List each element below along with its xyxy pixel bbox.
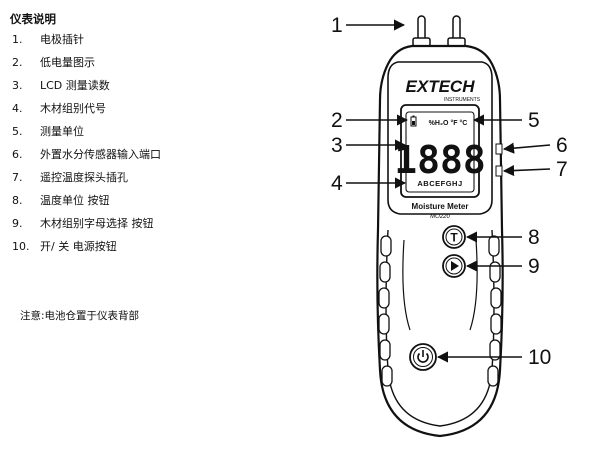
lcd-display: %H₂O °F °C 1888 ABCEFGHJ	[394, 104, 486, 198]
callout-2: 2	[331, 109, 409, 132]
legend-number: 5.	[12, 125, 23, 138]
legend-item-7: 7. 遥控温度探头插孔	[12, 170, 272, 186]
legend-number: 10.	[12, 240, 30, 253]
low-battery-icon	[410, 115, 417, 127]
callout-6: 6	[502, 134, 568, 157]
legend-label: 木材组别字母选择 按钮	[40, 217, 154, 230]
model-number: MO220	[430, 214, 450, 220]
brand-subtitle: INSTRUMENTS	[444, 97, 481, 103]
lcd-reading: 1888	[394, 138, 486, 182]
legend-number: 8.	[12, 194, 23, 207]
callout-7: 7	[502, 158, 568, 181]
lcd-species-codes: ABCEFGHJ	[417, 179, 462, 188]
callout-10: 10	[436, 346, 551, 369]
svg-text:3: 3	[331, 134, 343, 157]
legend-label: 木材组别代号	[40, 102, 106, 115]
left-grip-ridges	[378, 235, 393, 387]
legend-label: 温度单位 按钮	[40, 194, 110, 207]
temperature-probe-jack[interactable]	[495, 165, 503, 177]
battery-note: 注意:电池仓置于仪表背部	[20, 310, 140, 322]
callout-1: 1	[331, 14, 406, 37]
svg-text:2: 2	[331, 109, 343, 132]
callout-4: 4	[331, 172, 407, 195]
legend-number: 6.	[12, 148, 23, 161]
brand-logo: EXTECH	[406, 77, 476, 96]
svg-text:6: 6	[556, 134, 568, 157]
legend-label: 外置水分传感器输入端口	[40, 148, 161, 161]
legend-item-10: 10. 开/ 关 电源按钮	[12, 239, 272, 255]
legend-item-5: 5. 测量单位	[12, 124, 272, 140]
svg-text:4: 4	[331, 172, 343, 195]
legend-label: 开/ 关 电源按钮	[40, 240, 117, 253]
callout-5: 5	[472, 109, 540, 132]
temp-unit-button-label: T	[450, 231, 458, 245]
legend-item-4: 4. 木材组别代号	[12, 101, 272, 117]
svg-text:7: 7	[556, 158, 568, 181]
legend-title: 仪表说明	[10, 12, 56, 26]
legend-number: 3.	[12, 79, 23, 92]
legend-number: 4.	[12, 102, 23, 115]
legend-label: 遥控温度探头插孔	[40, 171, 128, 184]
legend-label: 测量单位	[40, 125, 84, 138]
legend-item-2: 2. 低电量图示	[12, 55, 272, 71]
legend-number: 9.	[12, 217, 23, 230]
legend-item-8: 8. 温度单位 按钮	[12, 193, 272, 209]
electrode-collar-right	[447, 37, 466, 47]
legend-item-3: 3. LCD 测量读数	[12, 78, 272, 94]
model-name: Moisture Meter	[412, 202, 469, 211]
lcd-units: %H₂O °F °C	[429, 119, 468, 127]
electrode-collar-left	[412, 37, 431, 47]
external-sensor-port[interactable]	[495, 143, 503, 155]
svg-text:8: 8	[528, 226, 540, 249]
callout-9: 9	[465, 255, 540, 278]
svg-text:5: 5	[528, 109, 540, 132]
legend-item-1: 1. 电极插针	[12, 32, 272, 48]
callout-3: 3	[331, 134, 407, 157]
legend-label: 低电量图示	[40, 56, 95, 69]
svg-text:9: 9	[528, 255, 540, 278]
legend-number: 2.	[12, 56, 23, 69]
play-icon	[451, 261, 459, 271]
svg-text:10: 10	[528, 346, 551, 369]
power-icon	[417, 352, 429, 363]
legend-item-6: 6. 外置水分传感器输入端口	[12, 147, 272, 163]
right-grip-ridges	[487, 235, 502, 387]
legend-number: 7.	[12, 171, 23, 184]
legend-item-9: 9. 木材组别字母选择 按钮	[12, 216, 272, 232]
power-button[interactable]	[409, 343, 437, 371]
svg-text:1: 1	[331, 14, 343, 37]
legend-number: 1.	[12, 33, 23, 46]
species-select-button[interactable]	[442, 254, 466, 278]
temp-unit-button[interactable]: T	[442, 225, 466, 249]
callout-8: 8	[465, 226, 540, 249]
electrode-pins	[412, 15, 466, 47]
legend-label: LCD 测量读数	[40, 79, 110, 92]
legend-label: 电极插针	[40, 33, 84, 46]
